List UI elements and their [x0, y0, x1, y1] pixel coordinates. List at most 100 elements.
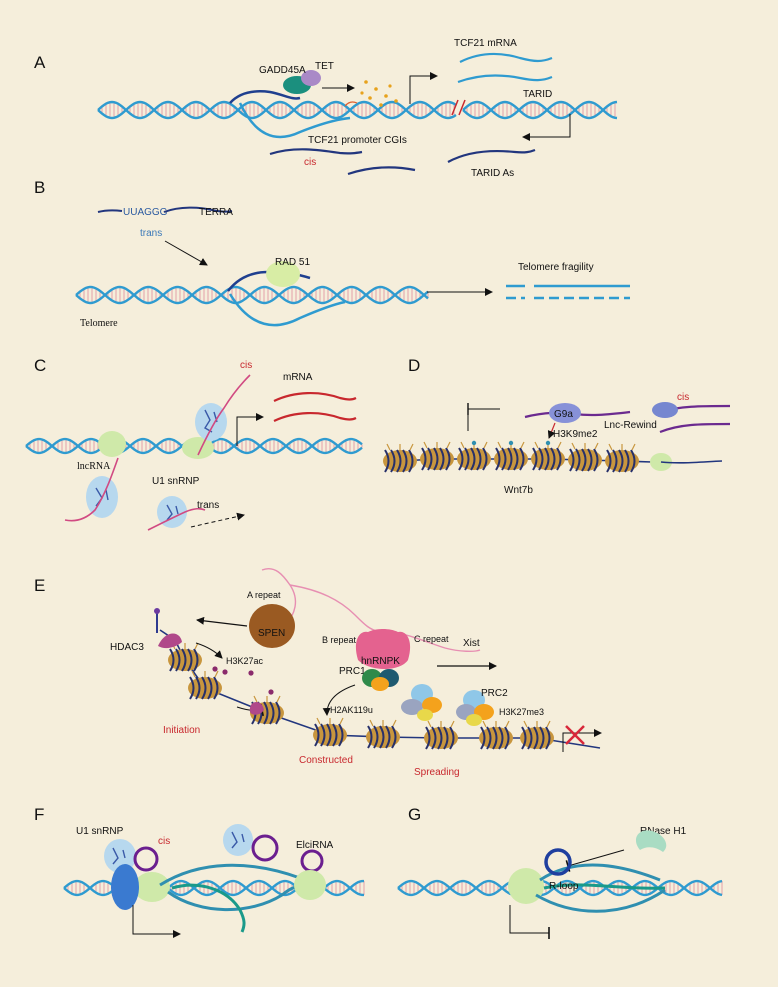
snrnp-glyph — [166, 504, 179, 521]
rna-strand — [229, 90, 301, 104]
label-b-repeat: B repeat — [322, 635, 357, 645]
dna-helix-a-right — [462, 100, 618, 120]
rewind-protein — [652, 402, 678, 418]
dna-helices — [25, 100, 723, 897]
methyl-mark — [545, 440, 551, 446]
label-uuaggg: UUAGGG — [123, 207, 168, 218]
polii-protein — [294, 870, 326, 900]
hdac3-protein — [158, 633, 182, 649]
tarid-as-strand — [347, 166, 416, 176]
arrow-trans — [190, 512, 245, 528]
label-elci: ElciRNA — [296, 840, 334, 851]
terra-strand — [163, 206, 233, 213]
tss-arrow — [409, 72, 438, 104]
trans-rna — [64, 457, 119, 522]
panel-a: A GADD45A TET TCF21 mRNA TARID TCF21 pro… — [34, 38, 571, 179]
label-tarid: TARID — [523, 89, 552, 100]
arrow-h3k9 — [547, 422, 556, 439]
r-loop-rna — [543, 883, 666, 890]
nucleosome-d — [383, 443, 417, 473]
panel-d: D G9a H3K9me2 cis Lnc-Rewind Wnt7b — [408, 356, 731, 496]
lncrna-protein — [98, 431, 126, 457]
label-fragility: Telomere fragility — [518, 262, 594, 273]
nucleosome-e — [479, 720, 513, 750]
silenced-mark — [565, 725, 585, 745]
prc1-subunit — [371, 677, 389, 691]
label-mrna: mRNA — [283, 372, 313, 383]
nucleosome-d — [420, 441, 454, 471]
label-c-repeat: C repeat — [414, 634, 449, 644]
mrna-strand — [457, 74, 553, 84]
rnase-h1-protein — [635, 830, 667, 852]
panel-g: G RNase H1 R-loop — [408, 805, 687, 939]
nucleosome-e — [520, 720, 554, 750]
label-tarid-as: TARID As — [471, 168, 514, 179]
mrna-strand — [273, 391, 357, 402]
label-hdac3: HDAC3 — [110, 642, 144, 653]
arrow-deacetyl — [195, 642, 223, 659]
hnrnpk-protein — [355, 629, 411, 669]
tarid-as-strand — [269, 148, 363, 156]
tarid-arrow — [522, 114, 571, 141]
polii-protein — [134, 872, 170, 902]
mrna-strand — [459, 52, 553, 63]
dna-bubble-strand — [167, 885, 297, 912]
label-hnrnpk: hnRNPK — [361, 656, 400, 667]
label-h3k9: H3K9me2 — [553, 429, 598, 440]
label-u1: U1 snRNP — [76, 826, 124, 837]
panel-letter-f: F — [34, 805, 44, 824]
nucleosome-e — [188, 670, 222, 700]
dna-helix-b — [75, 285, 429, 305]
label-xist: Xist — [463, 638, 480, 649]
elcirna-circle — [300, 849, 324, 873]
u1-snrnp-particle — [223, 824, 253, 856]
dna-helix-a-left — [97, 100, 457, 120]
panel-f: F U1 snRNP cis ElciRNA — [34, 805, 334, 938]
label-trans: trans — [197, 500, 219, 511]
chromatin-tail — [660, 460, 723, 464]
panel-letter-e: E — [34, 576, 45, 595]
arrow-spen — [196, 616, 248, 627]
nucleosome-e — [424, 720, 458, 750]
g9a-protein — [549, 403, 581, 423]
label-g9a: G9a — [554, 409, 573, 420]
tss-arrow — [562, 729, 602, 752]
label-spen: SPEN — [258, 628, 285, 639]
label-cis: cis — [158, 836, 170, 847]
polii-protein — [508, 868, 544, 904]
label-h3k27ac: H3K27ac — [226, 656, 264, 666]
lnc-rewind-strand — [659, 422, 731, 434]
label-h3k27me3: H3K27me3 — [499, 707, 544, 717]
label-trans: trans — [140, 228, 162, 239]
u1-snrnp-particle — [104, 839, 136, 873]
dna-bubble-strand — [238, 102, 351, 139]
dna-bubble-strand — [228, 293, 346, 327]
nascent-rna — [171, 883, 246, 933]
panel-c: C cis mRNA lncRNA U1 snRNP trans — [34, 356, 357, 531]
repression-line — [509, 905, 550, 939]
u1-snrnp-particle — [195, 403, 227, 441]
label-rewind: Lnc-Rewind — [604, 420, 657, 431]
label-cis: cis — [240, 360, 252, 371]
label-prc1: PRC1 — [339, 666, 366, 677]
label-h2ak: H2AK119u — [330, 705, 373, 715]
label-initiation: Initiation — [163, 725, 200, 736]
break-mark — [451, 99, 466, 116]
label-promoter: TCF21 promoter CGIs — [308, 135, 407, 146]
u1-protein — [111, 864, 139, 910]
panel-letter-g: G — [408, 805, 421, 824]
methyl-mark — [508, 440, 514, 446]
panel-letter-a: A — [34, 53, 46, 72]
label-rnase: RNase H1 — [640, 826, 687, 837]
label-cis: cis — [304, 157, 316, 168]
methyl-mark — [471, 440, 477, 446]
tail-cap — [154, 608, 160, 614]
label-rloop: R-loop — [549, 881, 579, 892]
panel-letter-d: D — [408, 356, 420, 375]
methyl-dots — [360, 80, 398, 107]
panel-e: E A repeat SPEN HDAC3 H3K27ac B repeat h… — [34, 568, 602, 778]
elcirna-circle — [251, 834, 279, 862]
label-terra: TERRA — [199, 207, 233, 218]
label-gadd45a: GADD45A — [259, 65, 306, 76]
nucleosome-d — [531, 441, 565, 471]
